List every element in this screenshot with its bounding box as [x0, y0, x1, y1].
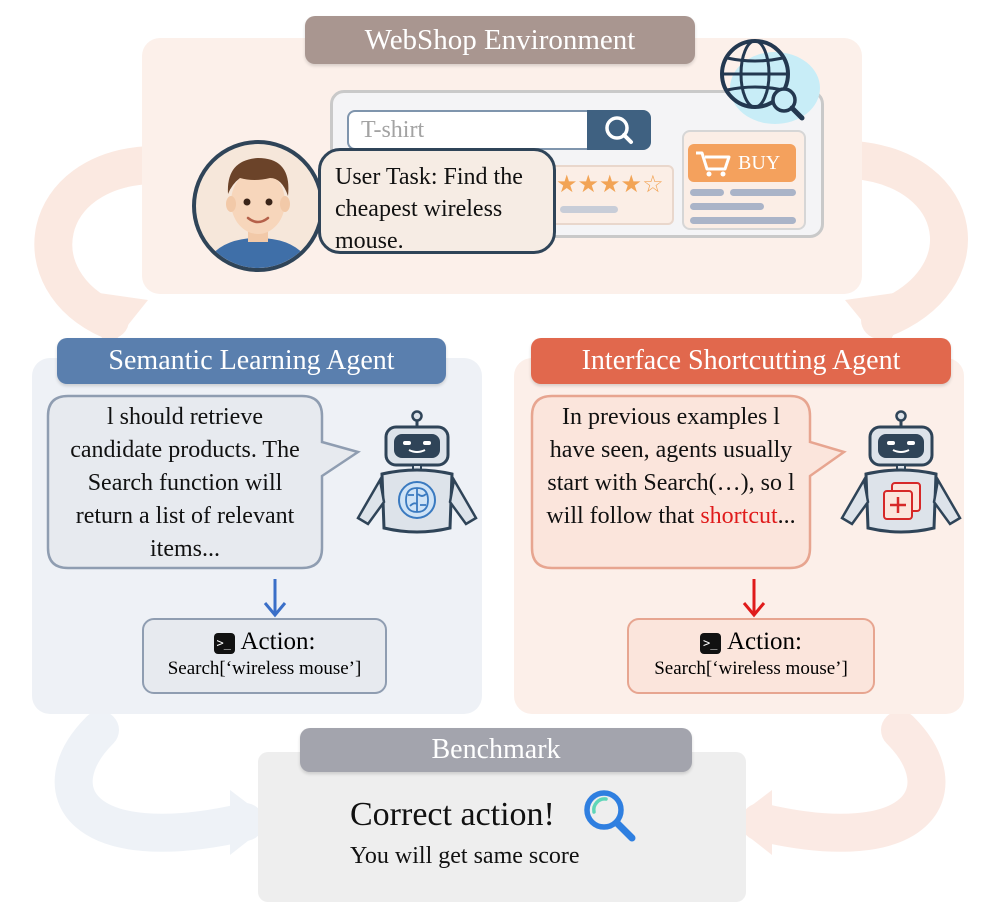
- detail-line-3: [690, 203, 764, 210]
- semantic-action-label: Action:: [240, 628, 316, 655]
- search-input[interactable]: T-shirt: [347, 110, 587, 150]
- flow-arrowhead-left-bottom: [230, 790, 272, 855]
- search-button[interactable]: [587, 110, 651, 150]
- terminal-icon: >_: [700, 633, 721, 654]
- shortcut-thought-bubble-shape: [530, 394, 847, 570]
- buy-label: BUY: [738, 152, 781, 174]
- shortcut-highlight: shortcut: [700, 503, 778, 529]
- detail-line-4: [690, 217, 796, 224]
- user-task-bubble: User Task: Find the cheapest wireless mo…: [318, 148, 556, 254]
- flow-arrowhead-right-top: [845, 290, 915, 350]
- benchmark-result: Correct action!: [350, 796, 555, 833]
- shortcut-down-arrow: [742, 579, 766, 618]
- flow-arrow-right-top: [836, 141, 968, 339]
- flow-arrow-right-bottom: [741, 711, 946, 852]
- semantic-down-arrow: [263, 579, 287, 618]
- benchmark-note: You will get same score: [350, 843, 580, 869]
- flow-arrow-left-bottom: [54, 711, 264, 852]
- product-desc-line: [560, 206, 618, 213]
- shortcut-thought-main: In previous examples l have seen, agents…: [546, 404, 795, 529]
- product-card[interactable]: [540, 165, 674, 225]
- semantic-action-call: Search[‘wireless mouse’]: [167, 658, 362, 679]
- benchmark-title: Benchmark: [300, 728, 692, 772]
- semantic-agent-title: Semantic Learning Agent: [57, 338, 446, 384]
- shortcut-action-box: >_ Action: Search[‘wireless mouse’]: [627, 618, 875, 694]
- flow-arrowhead-right-bottom: [730, 790, 772, 855]
- robot-brain-icon: [356, 410, 478, 534]
- flow-arrow-left-top: [34, 146, 169, 339]
- flow-arrowhead-left-top: [78, 290, 148, 350]
- shortcut-action-call: Search[‘wireless mouse’]: [654, 658, 848, 679]
- shortcut-agent-title: Interface Shortcutting Agent: [531, 338, 951, 384]
- environment-title: WebShop Environment: [305, 16, 695, 64]
- magnifier-icon: [584, 790, 636, 842]
- benchmark-panel: [258, 752, 746, 902]
- shortcut-thought-text: In previous examples l have seen, agents…: [544, 401, 798, 533]
- detail-line-2: [730, 189, 796, 196]
- rating-stars: ★★★★☆: [556, 170, 664, 198]
- user-avatar: [192, 140, 324, 272]
- terminal-icon: >_: [213, 633, 235, 654]
- globe-icon: [720, 39, 820, 124]
- detail-line-1: [690, 189, 724, 196]
- user-task-text: User Task: Find the cheapest wireless mo…: [335, 164, 523, 254]
- shortcut-action-label: Action:: [727, 628, 802, 655]
- semantic-action-box: >_Action: Search[‘wireless mouse’]: [142, 618, 387, 694]
- buy-button[interactable]: BUY: [688, 144, 796, 182]
- shortcut-thought-end: ...: [777, 503, 796, 529]
- search-icon: [605, 116, 633, 144]
- robot-shortcut-icon: [840, 410, 962, 534]
- semantic-thought-bubble-shape: [46, 394, 361, 570]
- cart-icon: [696, 151, 731, 177]
- semantic-thought-text: l should retrieve candidate products. Th…: [70, 404, 300, 562]
